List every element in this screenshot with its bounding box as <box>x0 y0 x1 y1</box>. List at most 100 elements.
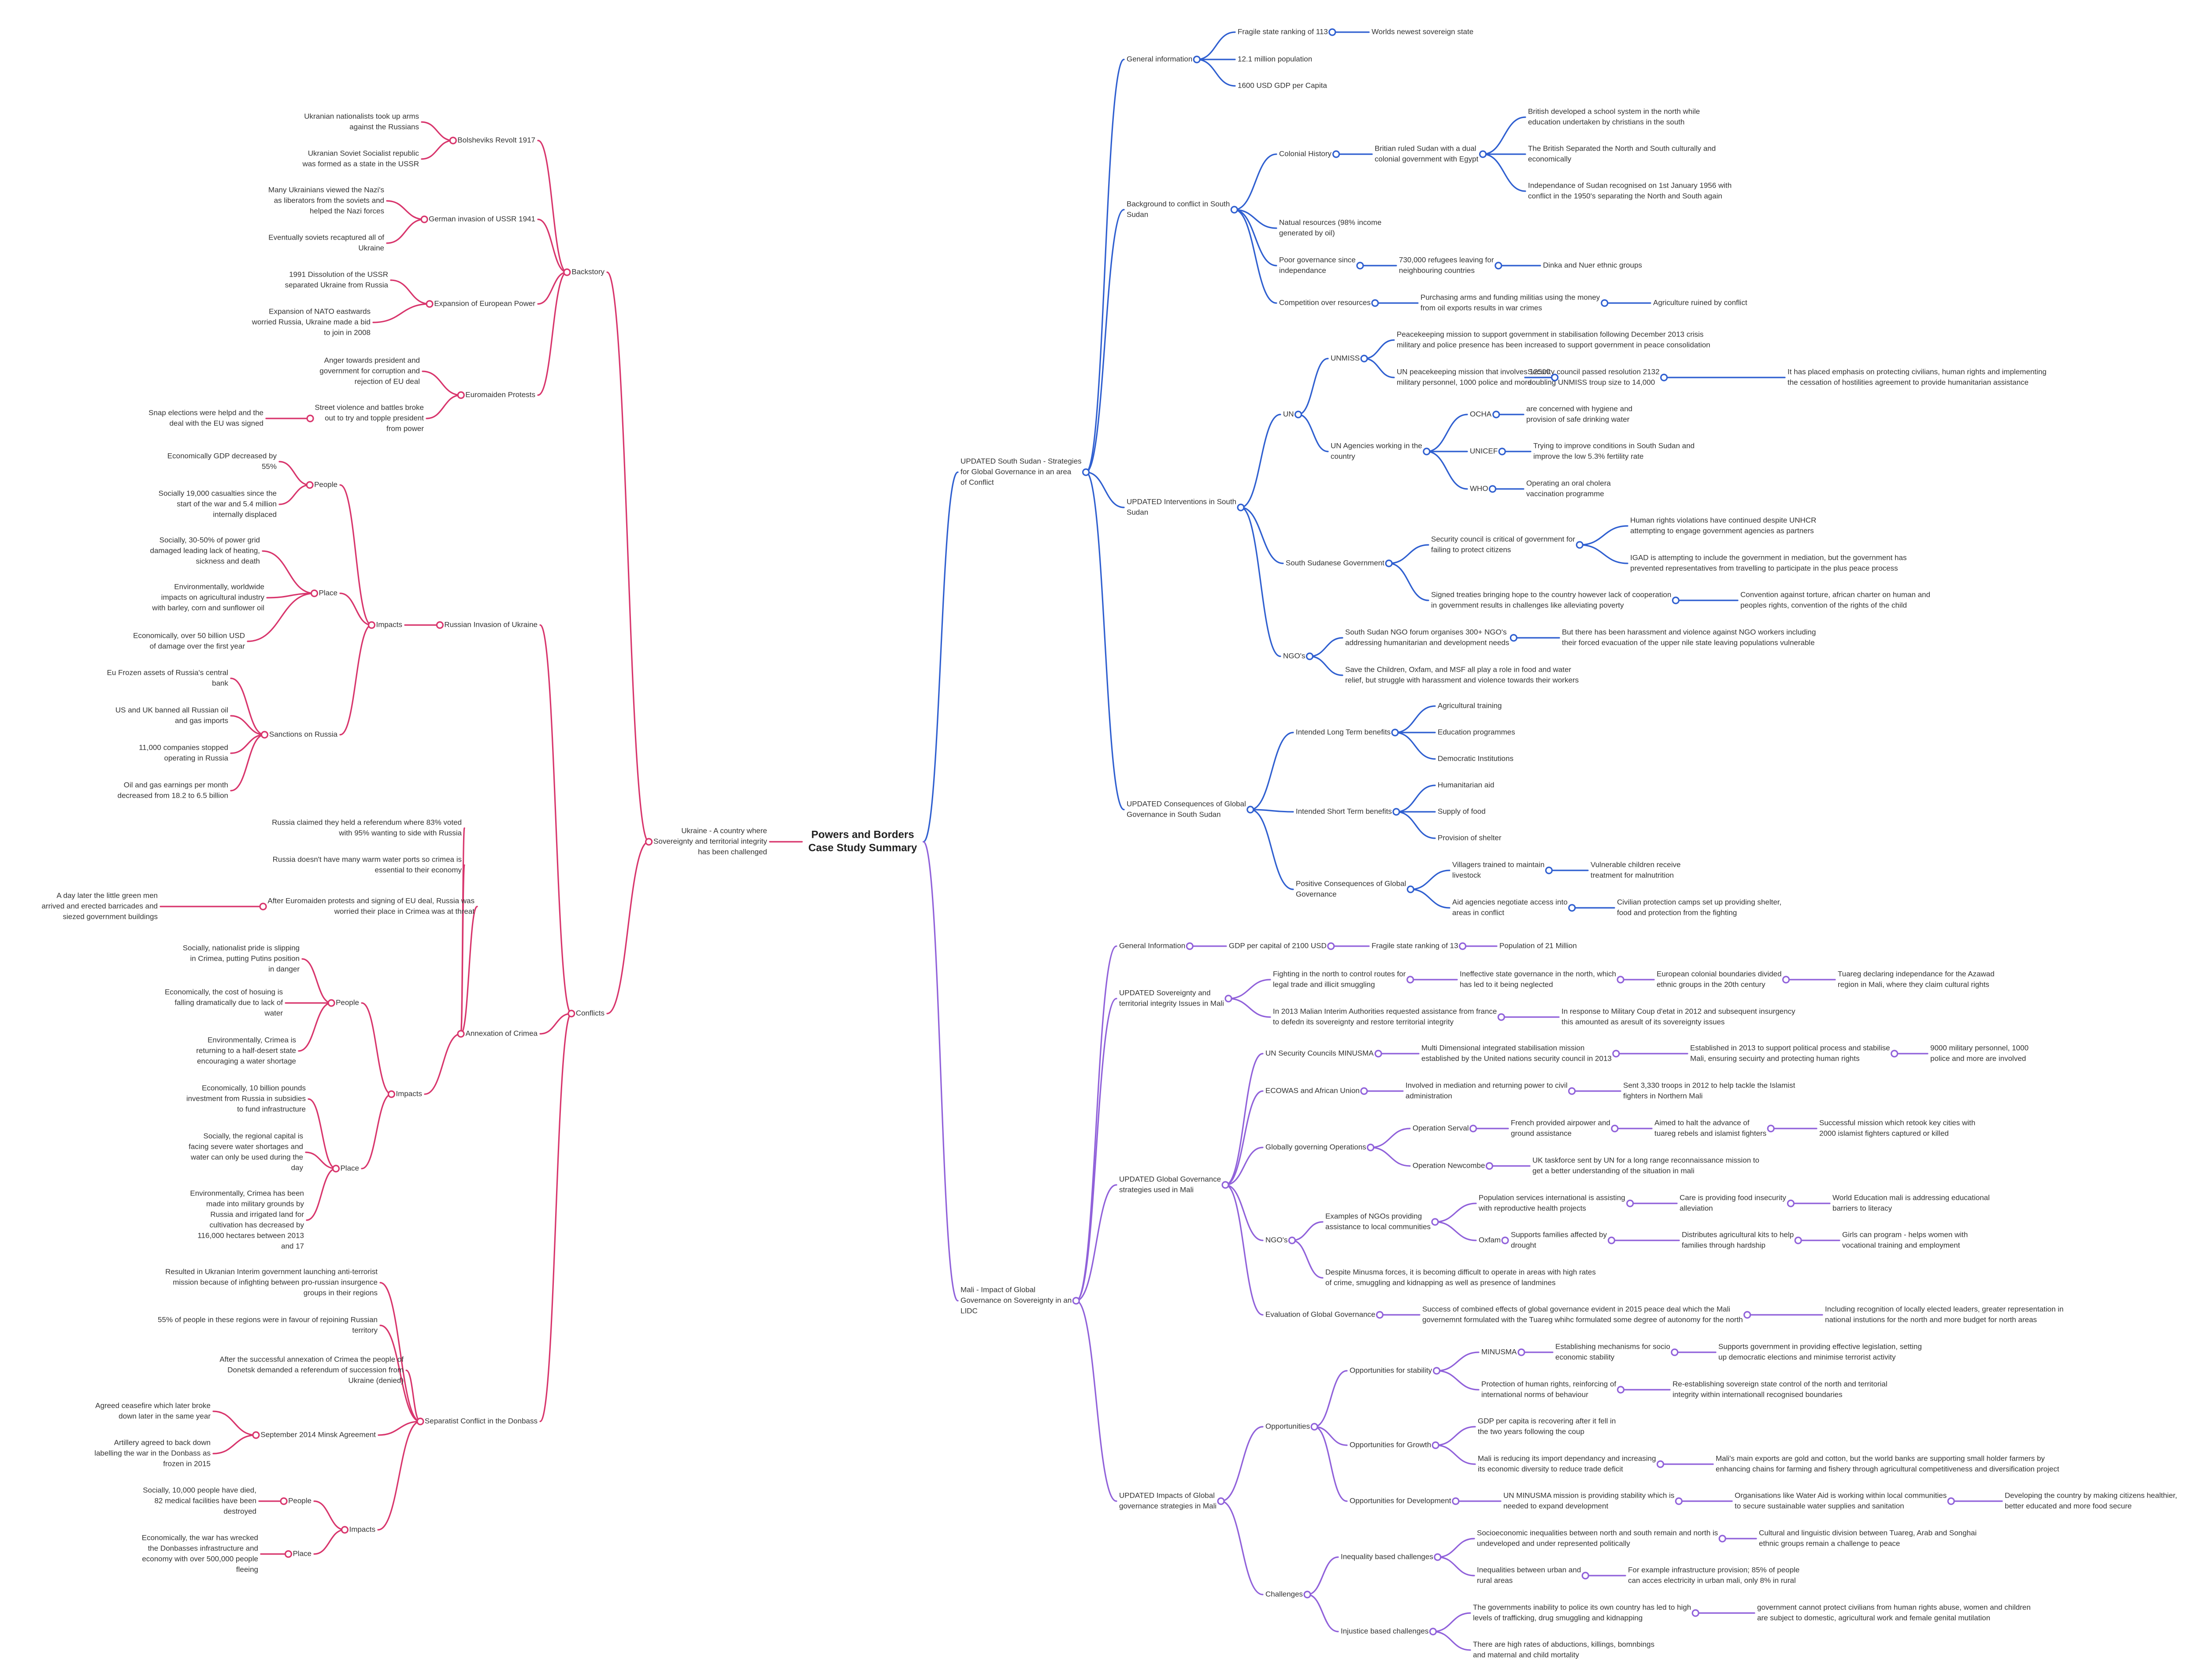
topic-uk-br[interactable]: Bolsheviks Revolt 1917 <box>457 136 535 144</box>
collapse-toggle-dot[interactable] <box>1429 1628 1437 1636</box>
collapse-toggle-dot[interactable] <box>1371 299 1379 307</box>
collapse-toggle-dot[interactable] <box>1891 1050 1899 1058</box>
topic-ss-pg1a[interactable]: Dinka and Nuer ethnic groups <box>1543 261 1642 269</box>
collapse-toggle-dot[interactable] <box>306 481 314 489</box>
collapse-toggle-dot[interactable] <box>426 300 434 308</box>
topic-uk-sc3[interactable]: After the successful annexation of Crime… <box>219 1355 404 1384</box>
topic-uk-acm[interactable]: Impacts <box>396 1089 422 1098</box>
topic-ss-st3[interactable]: Provision of shelter <box>1438 833 1502 842</box>
topic-uk-ac3[interactable]: After Euromaiden protests and signing of… <box>267 896 475 915</box>
collapse-toggle-dot[interactable] <box>1485 1162 1494 1170</box>
collapse-toggle-dot[interactable] <box>1432 1367 1441 1375</box>
topic-ml-ibc2a[interactable]: For example infrastructure provision; 85… <box>1628 1565 1799 1584</box>
collapse-toggle-dot[interactable] <box>280 1497 288 1505</box>
topic-ml-ofd1[interactable]: UN MINUSMA mission is providing stabilit… <box>1503 1491 1674 1510</box>
topic-ss-ssg[interactable]: South Sudanese Government <box>1286 559 1384 567</box>
collapse-toggle-dot[interactable] <box>387 1090 396 1098</box>
topic-ml-ofd3[interactable]: Developing the country by making citizen… <box>2005 1491 2177 1510</box>
topic-ml-ev2[interactable]: Including recognition of locally elected… <box>1825 1305 2064 1324</box>
collapse-toggle-dot[interactable] <box>1517 1348 1525 1356</box>
collapse-toggle-dot[interactable] <box>1434 1553 1442 1561</box>
topic-ml-eco1[interactable]: Involved in mediation and returning powe… <box>1406 1081 1568 1100</box>
collapse-toggle-dot[interactable] <box>1656 1460 1665 1468</box>
topic-ml-jbc[interactable]: Injustice based challenges <box>1341 1627 1428 1635</box>
topic-ml-ofg[interactable]: Opportunities for Growth <box>1350 1440 1431 1449</box>
topic-uk-bs[interactable]: Backstory <box>571 267 605 276</box>
topic-ss-cr1a[interactable]: Agriculture ruined by conflict <box>1653 298 1747 307</box>
collapse-toggle-dot[interactable] <box>1545 866 1553 874</box>
topic-uk-sc2[interactable]: 55% of people in these regions were in f… <box>158 1315 378 1334</box>
topic-ss-unm2[interactable]: UN peacekeeping mission that involves 12… <box>1397 367 1550 386</box>
topic-ss-st[interactable]: Intended Short Term benefits <box>1296 807 1392 815</box>
collapse-toggle-dot[interactable] <box>1675 1497 1683 1505</box>
collapse-toggle-dot[interactable] <box>1458 942 1467 950</box>
collapse-toggle-dot[interactable] <box>1221 1181 1229 1189</box>
collapse-toggle-dot[interactable] <box>436 621 444 629</box>
topic-ml-si2[interactable]: In 2013 Malian Interim Authorities reque… <box>1273 1007 1497 1026</box>
collapse-toggle-dot[interactable] <box>1612 1050 1620 1058</box>
topic-ss-ssg1a[interactable]: Human rights violations have continued d… <box>1630 516 1816 535</box>
collapse-toggle-dot[interactable] <box>1576 541 1584 549</box>
collapse-toggle-dot[interactable] <box>1288 1236 1296 1244</box>
topic-ml-ev1[interactable]: Success of combined effects of global go… <box>1422 1305 1743 1324</box>
collapse-toggle-dot[interactable] <box>1303 1591 1311 1599</box>
collapse-toggle-dot[interactable] <box>1310 1423 1318 1431</box>
collapse-toggle-dot[interactable] <box>1488 485 1497 493</box>
topic-ml-jbc1[interactable]: The governments inability to police its … <box>1473 1603 1691 1622</box>
topic-ss-cr[interactable]: Competition over resources <box>1279 298 1371 307</box>
collapse-toggle-dot[interactable] <box>1193 56 1201 63</box>
topic-ss-unmiss[interactable]: UNMISS <box>1331 354 1360 362</box>
collapse-toggle-dot[interactable] <box>1406 885 1415 893</box>
topic-uk-gi[interactable]: German invasion of USSR 1941 <box>429 215 535 223</box>
topic-ml-eco2[interactable]: Sent 3,330 troops in 2012 to help tackle… <box>1623 1081 1795 1100</box>
topic-uk-ma[interactable]: September 2014 Minsk Agreement <box>260 1430 376 1439</box>
topic-uk-scm[interactable]: Impacts <box>349 1525 375 1533</box>
collapse-toggle-dot[interactable] <box>1743 1311 1751 1319</box>
topic-ml-ngo1a[interactable]: Population services international is ass… <box>1478 1193 1625 1212</box>
collapse-toggle-dot[interactable] <box>1367 1143 1375 1151</box>
topic-uk-ac1[interactable]: Russia claimed they held a referendum wh… <box>272 818 462 837</box>
topic-ml-opp[interactable]: Opportunities <box>1265 1422 1310 1430</box>
topic-ml-si1c[interactable]: Tuareg declaring independance for the Az… <box>1838 970 1995 988</box>
topic-ss-gi1a[interactable]: Worlds newest sovereign state <box>1372 27 1473 36</box>
topic-ss-st2[interactable]: Supply of food <box>1438 807 1486 815</box>
collapse-toggle-dot[interactable] <box>563 268 571 276</box>
collapse-toggle-dot[interactable] <box>1607 1236 1616 1244</box>
collapse-toggle-dot[interactable] <box>416 1417 424 1425</box>
topic-ml-ofs2[interactable]: Protection of human rights, reinforcing … <box>1481 1380 1616 1399</box>
collapse-toggle-dot[interactable] <box>341 1526 349 1534</box>
collapse-toggle-dot[interactable] <box>332 1165 340 1173</box>
collapse-toggle-dot[interactable] <box>1294 411 1302 418</box>
collapse-toggle-dot[interactable] <box>1551 374 1559 381</box>
topic-ml-on1[interactable]: UK taskforce sent by UN for a long range… <box>1532 1156 1759 1175</box>
topic-ml-ibc[interactable]: Inequality based challenges <box>1341 1552 1433 1561</box>
topic-ss-cr1[interactable]: Purchasing arms and funding militias usi… <box>1420 293 1600 312</box>
topic-ss-ch[interactable]: Colonial History <box>1279 149 1332 158</box>
topic-uk-scp1[interactable]: Socially, 10,000 people have died,82 med… <box>143 1486 256 1515</box>
collapse-toggle-dot[interactable] <box>1328 28 1336 36</box>
topic-ml-min[interactable]: MINUSMA <box>1481 1347 1517 1356</box>
topic-ml-ibc1[interactable]: Socioeconomic inequalities between north… <box>1477 1528 1718 1547</box>
collapse-toggle-dot[interactable] <box>1452 1497 1460 1505</box>
topic-ml-si2a[interactable]: In response to Military Coup d'etat in 2… <box>1561 1007 1795 1026</box>
collapse-toggle-dot[interactable] <box>1671 1348 1679 1356</box>
